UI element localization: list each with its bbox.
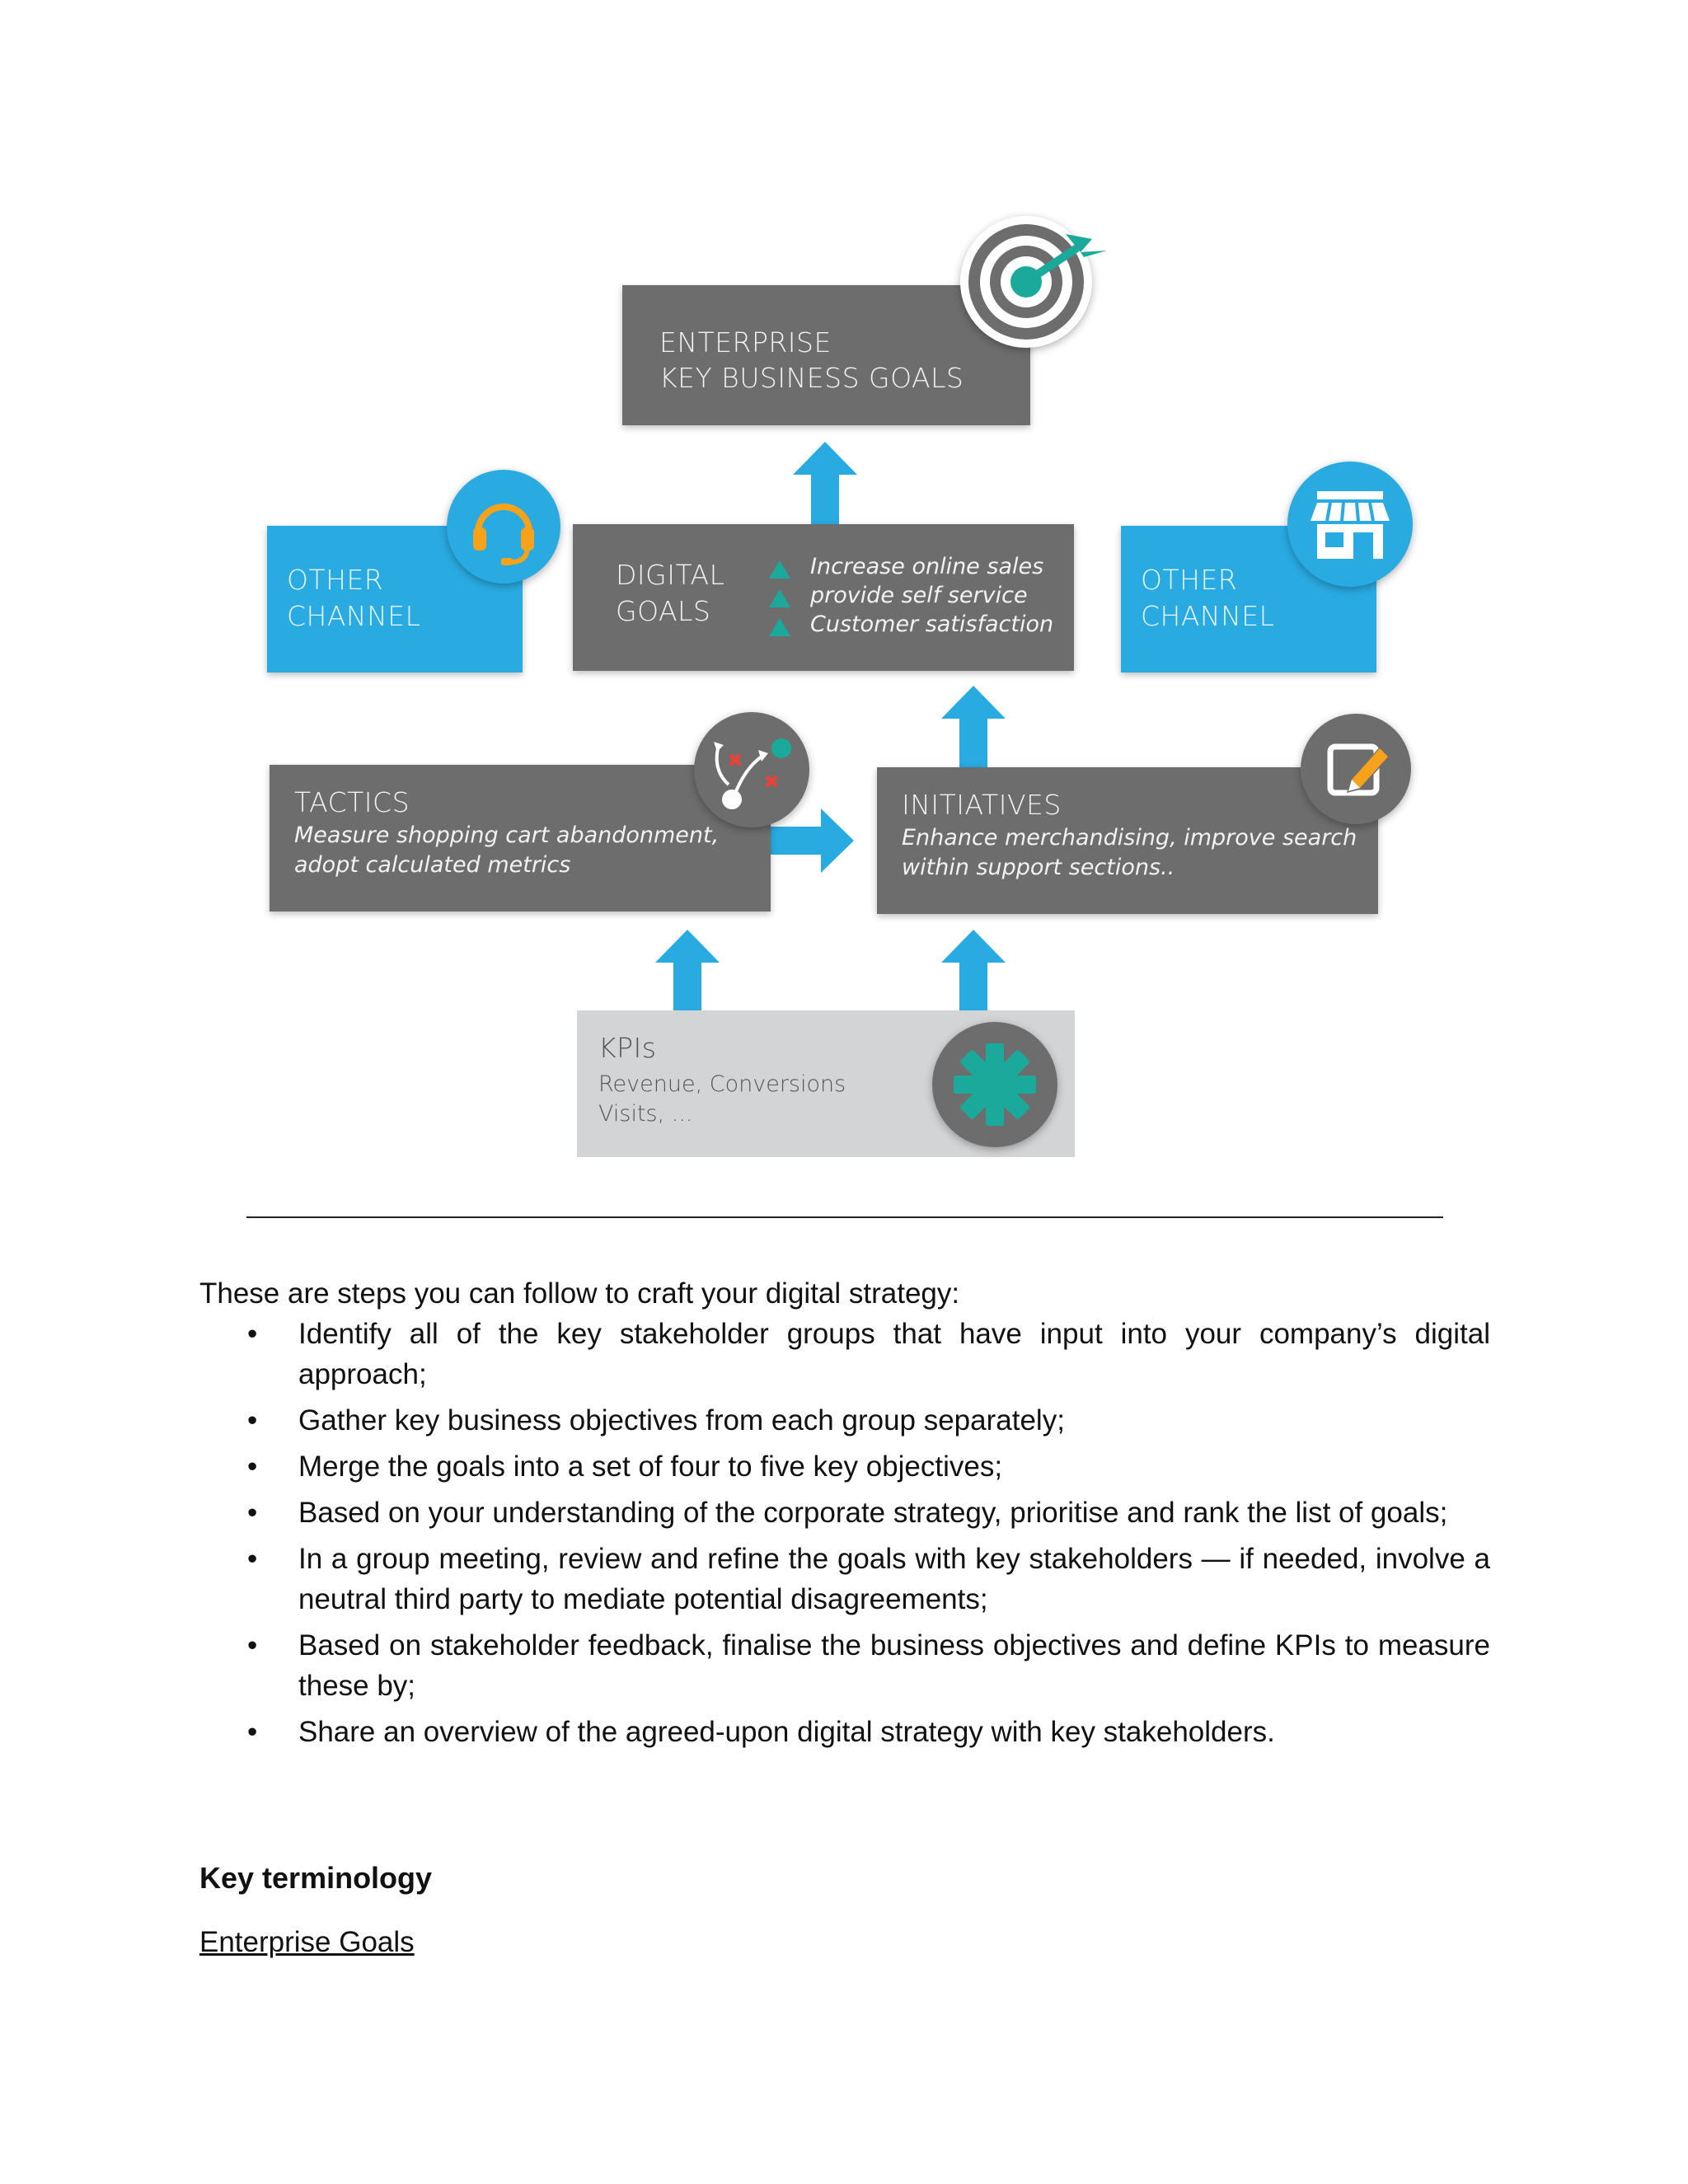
list-item: • Gather key business objectives from eac… xyxy=(199,1400,1490,1441)
digital-goals-title: DIGITAL GOALS xyxy=(616,557,725,630)
bullet: • xyxy=(247,1629,258,1661)
bullet: • xyxy=(247,1716,258,1748)
tactics-title: TACTICS xyxy=(294,786,410,818)
other-channel-right-line2: CHANNEL xyxy=(1141,600,1275,632)
enterprise-line2: KEY BUSINESS GOALS xyxy=(659,362,964,394)
headset-icon xyxy=(447,470,560,583)
list-item: • In a group meeting, review and refine t… xyxy=(199,1539,1490,1619)
other-channel-left-line1: OTHER xyxy=(287,564,384,596)
other-channel-right-title: OTHER CHANNEL xyxy=(1141,562,1275,635)
enterprise-line1: ENTERPRISE xyxy=(659,326,832,359)
list-item-text: Based on your understanding of the corpo… xyxy=(298,1497,1448,1529)
list-item-text: Share an overview of the agreed-upon dig… xyxy=(298,1716,1275,1748)
list-item: • Merge the goals into a set of four to f… xyxy=(199,1446,1490,1487)
kpis-title: KPIs xyxy=(598,1032,657,1064)
other-channel-right-line1: OTHER xyxy=(1141,564,1238,596)
list-item-text: In a group meeting, review and refine th… xyxy=(298,1543,1490,1615)
divider-line xyxy=(246,1216,1443,1218)
list-item-text: Gather key business objectives from each… xyxy=(298,1404,1065,1436)
initiatives-box: INITIATIVES Enhance merchandising, impro… xyxy=(877,767,1378,914)
triangle-icon xyxy=(769,589,790,607)
edit-icon xyxy=(1301,714,1411,824)
asterisk-icon xyxy=(932,1022,1057,1147)
other-channel-left-title: OTHER CHANNEL xyxy=(287,562,421,635)
arrow-up-to-tactics xyxy=(655,930,720,1014)
kpis-desc-line2: Visits, ... xyxy=(598,1101,693,1127)
arrow-up-to-initiatives xyxy=(941,930,1006,1014)
digital-goals-line1: DIGITAL xyxy=(616,559,725,591)
strategy-icon xyxy=(694,712,809,827)
bullet: • xyxy=(247,1451,258,1483)
steps-list: • Identify all of the key stakeholder gro… xyxy=(199,1314,1490,1758)
section-heading: Key terminology xyxy=(199,1861,433,1895)
digital-goals-line2: GOALS xyxy=(616,595,711,627)
tactics-desc-line2: adopt calculated metrics xyxy=(294,852,571,878)
bullet: • xyxy=(247,1404,258,1436)
list-item: • Based on your understanding of the corp… xyxy=(199,1493,1490,1533)
tactics-box: TACTICS Measure shopping cart abandonmen… xyxy=(270,765,771,912)
bullet: • xyxy=(247,1543,258,1575)
arrow-right-to-initiatives xyxy=(768,808,854,873)
enterprise-goals-link[interactable]: Enterprise Goals xyxy=(199,1926,415,1958)
arrow-up-to-enterprise xyxy=(793,442,857,526)
arrow-up-to-digital-goals xyxy=(941,686,1006,770)
enterprise-goals-title: ENTERPRISE KEY BUSINESS GOALS xyxy=(659,325,964,396)
intro-paragraph: These are steps you can follow to craft … xyxy=(199,1277,960,1310)
digital-goals-box: DIGITAL GOALS Increase online sales prov… xyxy=(573,524,1074,671)
store-icon xyxy=(1287,462,1413,587)
list-item: • Share an overview of the agreed-upon di… xyxy=(199,1712,1490,1752)
list-item: • Based on stakeholder feedback, finalise… xyxy=(199,1625,1490,1706)
list-item-text: Merge the goals into a set of four to fi… xyxy=(298,1451,1003,1483)
triangle-icon xyxy=(769,560,790,579)
initiatives-title: INITIATIVES xyxy=(902,789,1062,821)
other-channel-left-line2: CHANNEL xyxy=(287,600,421,632)
enterprise-goals-box: ENTERPRISE KEY BUSINESS GOALS xyxy=(622,285,1030,425)
kpis-desc-line1: Revenue, Conversions xyxy=(598,1071,846,1097)
target-icon xyxy=(960,216,1107,348)
initiatives-desc-line2: within support sections.. xyxy=(902,855,1175,880)
bullet: • xyxy=(247,1318,258,1350)
other-channel-right-box: OTHER CHANNEL xyxy=(1121,526,1376,673)
tactics-desc-line1: Measure shopping cart abandonment, xyxy=(294,823,720,848)
digital-goal-text: Increase online sales xyxy=(810,554,1044,579)
list-item-text: Identify all of the key stakeholder grou… xyxy=(298,1318,1490,1390)
digital-goal-text: Customer satisfaction xyxy=(810,612,1054,637)
list-item: • Identify all of the key stakeholder gro… xyxy=(199,1314,1490,1394)
list-item-text: Based on stakeholder feedback, finalise … xyxy=(298,1629,1490,1702)
bullet: • xyxy=(247,1497,258,1529)
initiatives-desc-line1: Enhance merchandising, improve search xyxy=(902,825,1357,851)
triangle-icon xyxy=(769,618,790,636)
digital-goal-text: provide self service xyxy=(810,583,1028,608)
